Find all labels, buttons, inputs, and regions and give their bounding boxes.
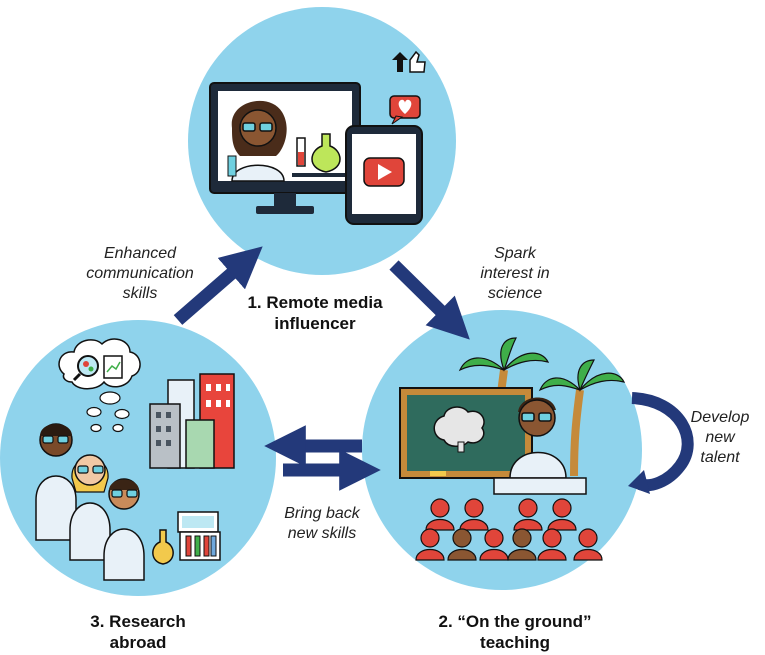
node-label-line: teaching xyxy=(480,633,550,652)
edge-label-line: interest in xyxy=(480,265,550,282)
scientist-group-icon xyxy=(35,423,145,581)
teacher-icon xyxy=(493,397,587,495)
lab-flask-icon xyxy=(292,133,348,177)
node-label-line: influencer xyxy=(274,314,356,333)
node-label-research: 3. Research abroad xyxy=(48,611,228,653)
brain-icon xyxy=(433,406,485,453)
arrow-spark xyxy=(389,260,470,340)
heart-icon xyxy=(389,95,421,125)
node-label-line: 3. Research xyxy=(90,612,186,631)
edge-label-communication: Enhanced communication skills xyxy=(60,244,220,304)
arrow-develop-loop xyxy=(628,392,694,494)
edge-label-bring-back: Bring back new skills xyxy=(262,504,382,544)
edge-label-line: talent xyxy=(700,449,740,466)
node-label-teaching: 2. “On the ground” teaching xyxy=(405,611,625,653)
edge-label-line: Spark xyxy=(494,245,536,262)
edge-label-spark: Spark interest in science xyxy=(455,244,575,304)
scientist-icon xyxy=(227,100,287,182)
edge-label-line: new skills xyxy=(287,525,357,542)
document-icon xyxy=(103,355,123,379)
lab-equipment-icon xyxy=(152,511,221,565)
edge-label-line: Develop xyxy=(690,409,750,426)
student-audience-icon xyxy=(415,498,603,561)
edge-label-line: communication xyxy=(86,265,194,282)
thumbs-up-icon xyxy=(392,50,426,73)
edge-label-line: skills xyxy=(122,285,158,302)
youtube-play-icon xyxy=(363,157,405,187)
node-label-line: abroad xyxy=(109,633,167,652)
node-label-line: 1. Remote media xyxy=(247,293,383,312)
edge-label-line: Bring back xyxy=(284,505,360,522)
node-label-media: 1. Remote media influencer xyxy=(215,292,415,334)
arrow-communication xyxy=(173,246,263,325)
edge-label-develop: Develop new talent xyxy=(680,408,760,468)
magnifier-icon xyxy=(72,355,99,382)
node-label-line: 2. “On the ground” xyxy=(438,612,592,631)
edge-label-line: science xyxy=(487,285,543,302)
edge-label-line: new xyxy=(705,429,735,446)
edge-label-line: Enhanced xyxy=(103,245,177,262)
city-buildings-icon xyxy=(149,373,235,469)
